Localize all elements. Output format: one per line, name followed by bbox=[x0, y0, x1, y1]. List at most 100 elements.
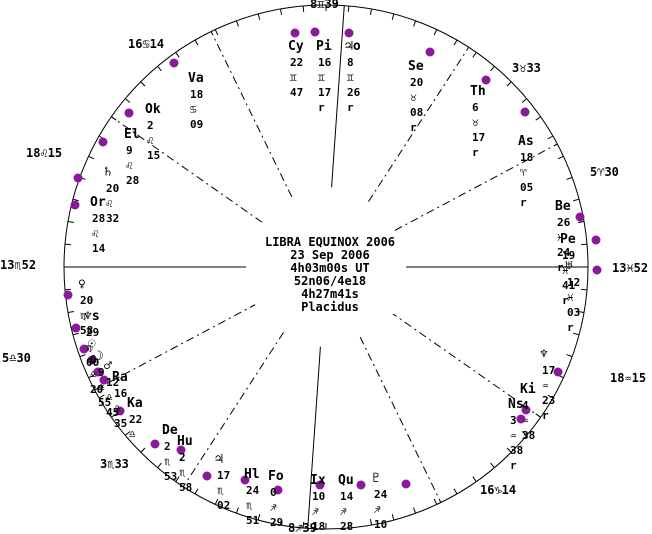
planet-position-text: ♏ bbox=[217, 484, 224, 497]
planet-position-text: 28 bbox=[340, 520, 353, 533]
planet-position-text: 58 bbox=[179, 481, 192, 494]
planet-position-text: ♊ bbox=[347, 71, 354, 84]
degree-tick bbox=[453, 39, 458, 46]
planet-position-text: 28 bbox=[126, 174, 139, 187]
planet-position-dot bbox=[356, 480, 366, 490]
planet-position-dot bbox=[202, 471, 212, 481]
chart-date: 23 Sep 2006 bbox=[290, 248, 370, 262]
planet-position-dot bbox=[592, 265, 602, 275]
planet-position-text: r bbox=[472, 146, 479, 159]
planet-position-text: 12 bbox=[567, 276, 580, 289]
house-cusp-label: 5♎30 bbox=[2, 351, 31, 365]
degree-tick bbox=[535, 116, 541, 121]
planet-position-text: 29 bbox=[270, 516, 283, 529]
planet-position-text: 10 bbox=[312, 490, 325, 503]
planet-position-text: ♍ bbox=[80, 309, 87, 322]
planet-position-text: 38 bbox=[510, 444, 523, 457]
planet-position-dot bbox=[575, 212, 585, 222]
degree-tick bbox=[64, 288, 72, 291]
planet-position-dot bbox=[290, 28, 300, 38]
planet-glyph: Pi bbox=[316, 39, 332, 54]
degree-tick bbox=[490, 462, 495, 469]
degree-tick bbox=[194, 488, 199, 495]
degree-tick bbox=[67, 221, 74, 224]
planet-position-text: 00 bbox=[86, 356, 99, 369]
planet-position-dot bbox=[71, 323, 81, 333]
planet-position-text: 20 bbox=[80, 294, 93, 307]
planet-glyph: ♅ bbox=[565, 259, 573, 274]
planet-position-text: ♒ bbox=[510, 429, 517, 442]
house-cusp-line bbox=[210, 31, 293, 198]
house-cusp-label: 18♒15 bbox=[610, 371, 646, 385]
planet-position-dot bbox=[553, 367, 563, 377]
planet-position-text: ♎ bbox=[106, 391, 113, 404]
chart-time: 4h03m00s UT bbox=[290, 261, 370, 275]
planet-position-text: ♐ bbox=[312, 505, 319, 518]
house-cusp-line bbox=[94, 303, 258, 391]
planet-position-text: 05 bbox=[520, 181, 533, 194]
planet-position-text: 17 bbox=[472, 131, 485, 144]
degree-tick bbox=[578, 310, 585, 313]
degree-tick bbox=[369, 8, 372, 15]
planet-glyph: Qu bbox=[338, 473, 354, 488]
degree-tick bbox=[506, 447, 512, 453]
planet-position-text: 22 bbox=[290, 56, 303, 69]
planet-position-text: ♈ bbox=[520, 166, 527, 179]
house-cusp-line bbox=[331, 5, 345, 188]
planet-glyph: Va bbox=[188, 71, 204, 86]
planet-position-dot bbox=[73, 173, 83, 183]
planet-position-text: 12 bbox=[106, 376, 119, 389]
house-cusp-line bbox=[307, 346, 321, 529]
planet-position-dot bbox=[79, 344, 89, 354]
planet-position-text: 20 bbox=[106, 182, 119, 195]
planet-glyph: ♃o bbox=[345, 39, 361, 54]
house-cusp-line bbox=[368, 46, 470, 202]
planet-glyph: Ki bbox=[520, 382, 536, 397]
planet-position-text: 18 bbox=[312, 520, 325, 533]
planet-position-text: 26 bbox=[347, 86, 361, 99]
planet-glyph: ♆s bbox=[84, 309, 100, 324]
planet-position-text: ♓ bbox=[557, 231, 564, 244]
planet-position-text: ♎ bbox=[129, 428, 136, 441]
planet-position-text: 16 bbox=[114, 387, 128, 400]
degree-tick bbox=[64, 243, 72, 246]
planet-glyph: Fo bbox=[268, 469, 284, 484]
planet-position-text: ♎ bbox=[98, 381, 105, 394]
degree-tick bbox=[140, 447, 146, 453]
house-cusp-line bbox=[359, 336, 442, 503]
planet-glyph: Pe bbox=[560, 232, 576, 247]
planet-position-dot bbox=[115, 406, 125, 416]
degree-tick bbox=[214, 498, 219, 505]
planet-glyph: Ra bbox=[112, 370, 128, 385]
planet-position-text: 17 bbox=[318, 86, 331, 99]
degree-tick bbox=[257, 13, 261, 20]
planet-position-text: r bbox=[520, 196, 527, 209]
house-cusp-label: 8♊39 bbox=[310, 0, 339, 11]
planet-glyph: ♃ bbox=[215, 452, 223, 467]
planet-position-dot bbox=[63, 290, 73, 300]
planet-position-text: ♊ bbox=[290, 71, 297, 84]
degree-tick bbox=[413, 507, 417, 514]
planet-position-text: ♏ bbox=[246, 499, 253, 512]
planet-glyph: ♀ bbox=[78, 277, 86, 292]
planet-position-text: ♌ bbox=[106, 197, 113, 210]
planet-position-dot bbox=[70, 200, 80, 210]
planet-position-text: ♎ bbox=[90, 368, 97, 381]
planet-position-text: 2 bbox=[164, 440, 171, 453]
house-cusp-label: 16♋14 bbox=[128, 37, 164, 51]
degree-tick bbox=[124, 98, 131, 103]
degree-tick bbox=[302, 5, 305, 13]
planet-glyph: Cy bbox=[288, 39, 304, 54]
planet-position-dot bbox=[344, 28, 354, 38]
degree-tick bbox=[547, 135, 554, 140]
chart-title: LIBRA EQUINOX 2006 bbox=[264, 235, 396, 249]
planet-position-text: ♐ bbox=[270, 501, 277, 514]
planet-position-text: 20 bbox=[90, 383, 103, 396]
degree-tick bbox=[280, 519, 283, 526]
degree-tick bbox=[235, 20, 239, 27]
planet-position-text: r bbox=[557, 261, 564, 274]
degree-tick bbox=[257, 514, 261, 521]
planet-position-text: ♐ bbox=[340, 505, 347, 518]
degree-tick bbox=[98, 394, 105, 399]
